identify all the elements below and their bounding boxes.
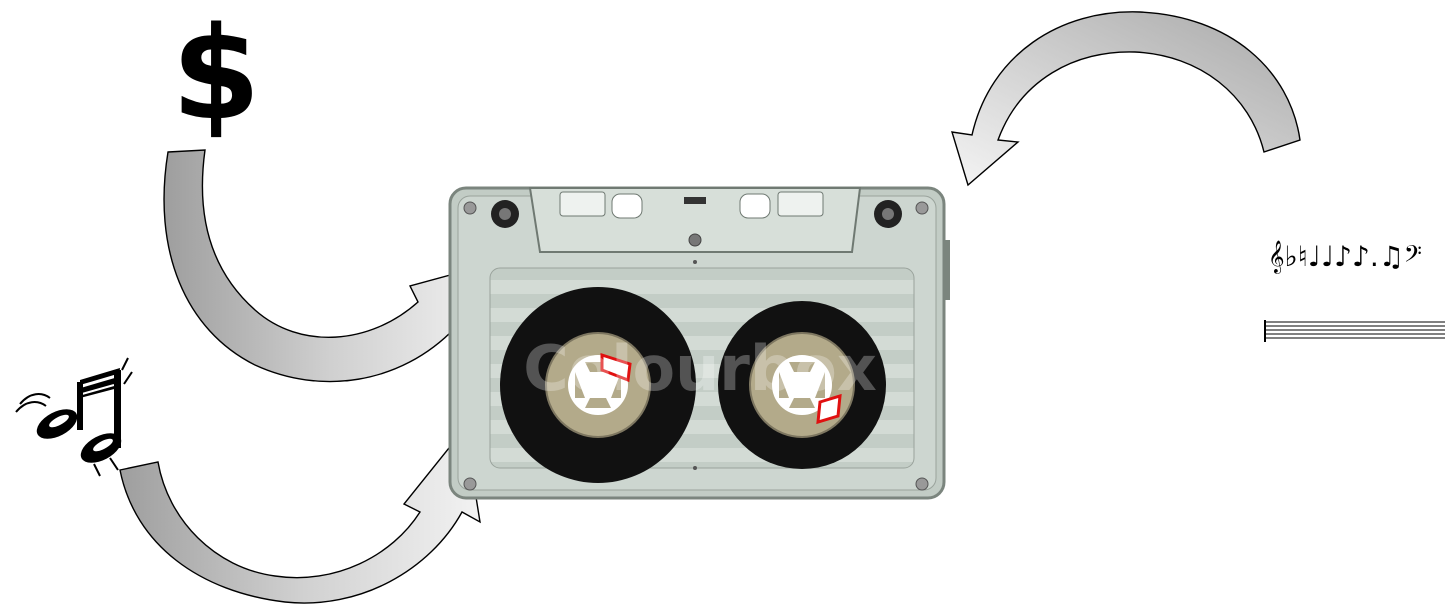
curved-arrow-notes-to-cassette [120,428,480,603]
music-notes-icon [16,358,132,476]
curved-arrow-dollar-to-cassette [164,150,498,382]
curved-arrow-sheet-to-cassette [952,12,1300,185]
sheet-music-icon: 𝄞♭♮♩♩♪♪.♫𝄢 [1264,240,1445,342]
cassette-tape-icon: Colourbox [450,188,950,498]
melody-glyphs: 𝄞♭♮♩♩♪♪.♫𝄢 [1268,240,1422,274]
watermark-text: Colourbox [523,332,877,405]
